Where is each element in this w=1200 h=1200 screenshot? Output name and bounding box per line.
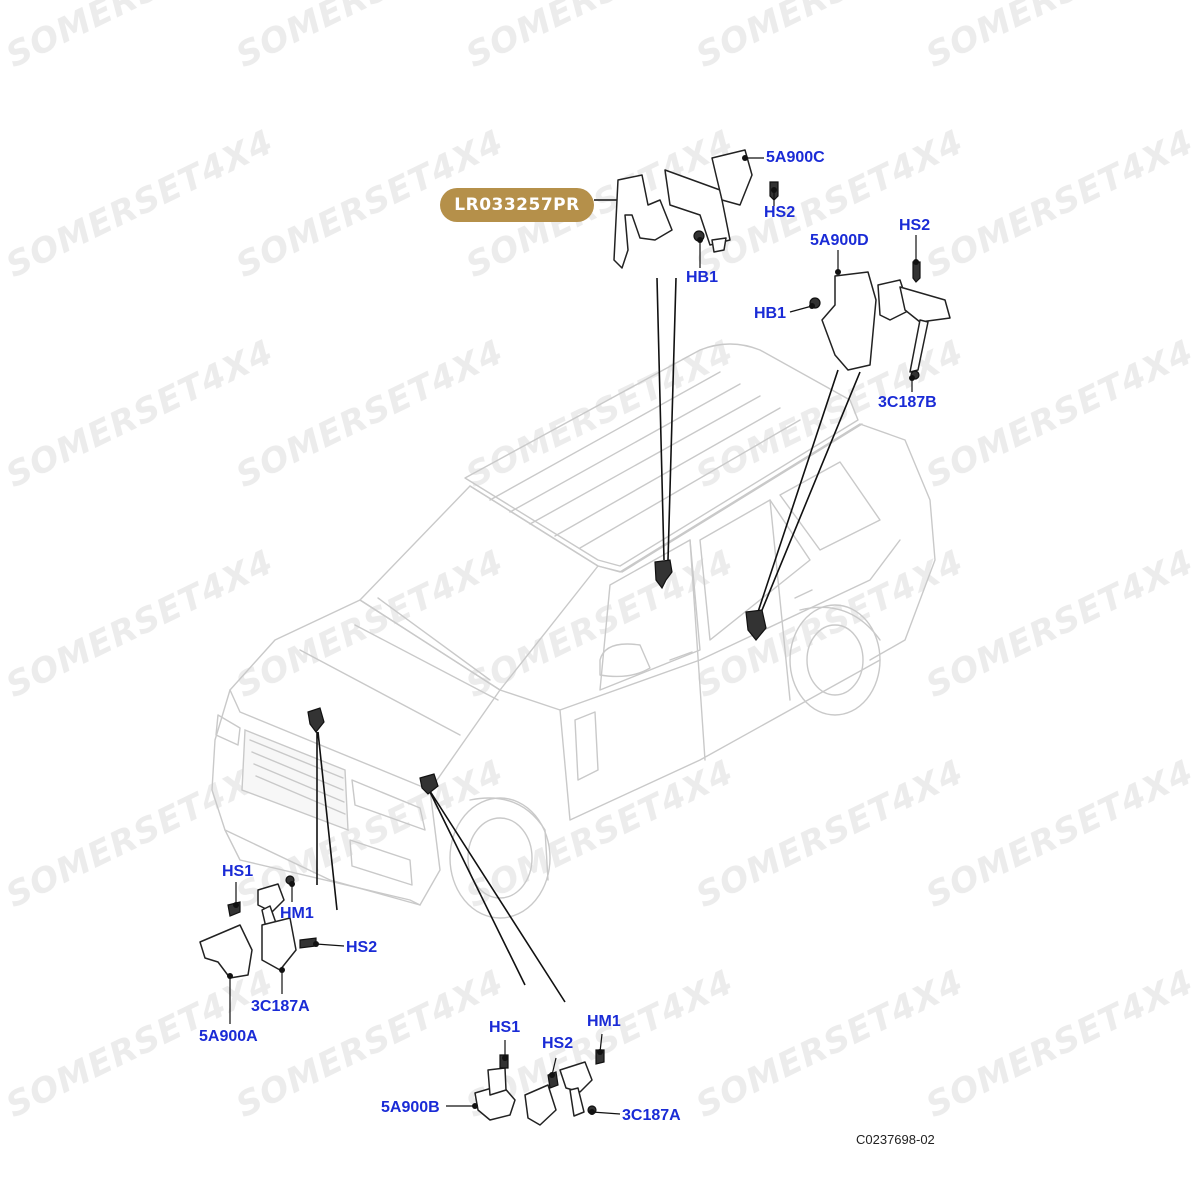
- callout-nut-hb1-top-left: HB1: [686, 269, 719, 286]
- callout-nut-hb1-top-right: HB1: [754, 305, 787, 322]
- diagram-reference-code: C0237698-02: [856, 1132, 935, 1147]
- callout-screw-hs1-front-left: HS1: [222, 863, 254, 880]
- part-number-badge[interactable]: LR033257PR: [440, 188, 594, 222]
- assembly-rear-left: [613, 149, 779, 269]
- assembly-front-left: [199, 875, 317, 979]
- callout-sensor-3c187a-front-left: 3C187A: [251, 998, 310, 1015]
- sensor-location-front-left: [307, 707, 325, 733]
- callout-bracket-5a900a: 5A900A: [199, 1028, 258, 1045]
- sensor-location-front-right: [419, 773, 439, 795]
- callout-bracket-5a900b: 5A900B: [381, 1099, 440, 1116]
- callout-screw-hs2-top-left: HS2: [764, 204, 796, 221]
- callout-screw-hs2-top-right: HS2: [899, 217, 931, 234]
- sensor-location-rear-left: [654, 559, 673, 590]
- vehicle-outline: [211, 343, 936, 919]
- callout-bracket-5a900d: 5A900D: [810, 232, 869, 249]
- callout-ticks: [227, 155, 919, 1115]
- callout-sensor-3c187a-front-right: 3C187A: [622, 1107, 681, 1124]
- callout-sensor-3c187b: 3C187B: [878, 394, 937, 411]
- sensor-location-rear-right: [745, 609, 767, 641]
- callout-screw-hs2-front-right: HS2: [542, 1035, 574, 1052]
- callout-screw-hs2-front-left: HS2: [346, 939, 378, 956]
- leader-lines: [316, 199, 861, 1003]
- assembly-rear-right: [809, 261, 951, 380]
- callout-nut-hm1-front-left: HM1: [280, 905, 314, 922]
- callout-bracket-5a900c: 5A900C: [766, 149, 825, 166]
- callout-screw-hs1-front-right: HS1: [489, 1019, 521, 1036]
- assembly-front-right: [474, 1049, 605, 1126]
- callout-nut-hm1-front-right: HM1: [587, 1013, 621, 1030]
